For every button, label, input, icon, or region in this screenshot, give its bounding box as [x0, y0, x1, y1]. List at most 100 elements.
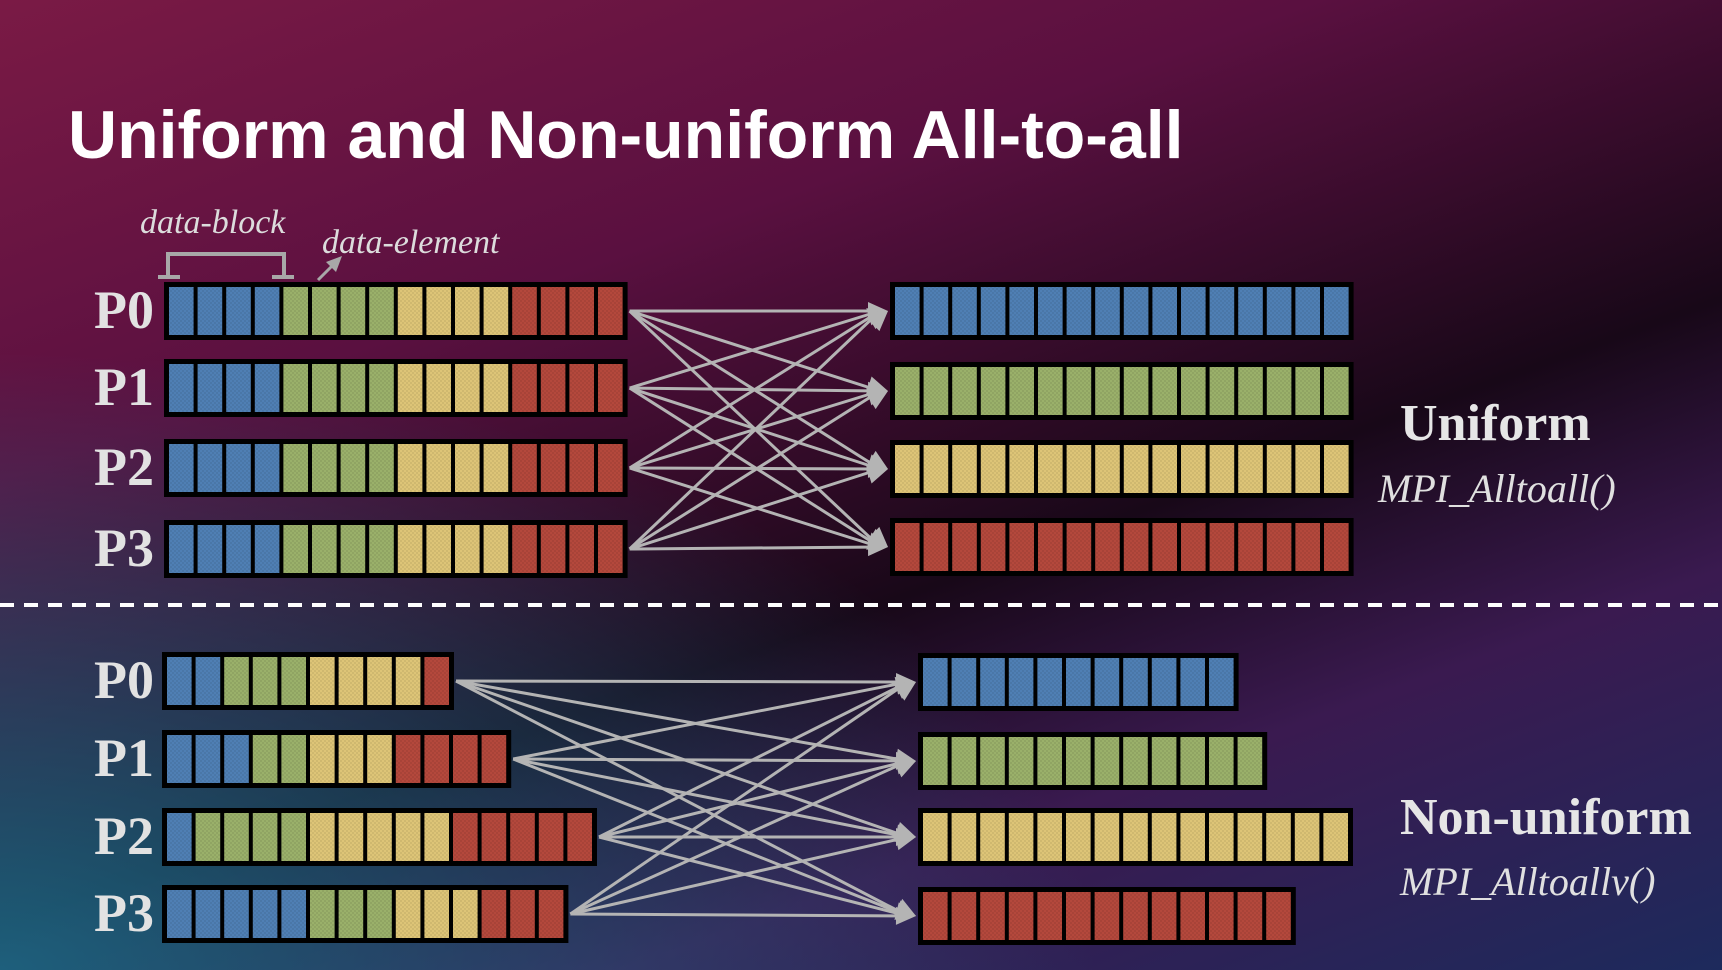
transfer-arrow — [570, 835, 909, 916]
data-element-texture — [367, 735, 392, 783]
data-element-texture — [252, 735, 278, 783]
data-block-bracket — [166, 252, 286, 277]
data-element-texture — [424, 813, 449, 861]
data-element-texture — [367, 890, 392, 938]
data-element-texture — [226, 364, 251, 412]
data-element-texture — [1324, 523, 1349, 571]
recv-buffer-p0 — [918, 653, 1239, 711]
data-element-texture — [1009, 523, 1034, 571]
data-element-texture — [340, 525, 366, 573]
data-element-texture — [369, 364, 394, 412]
data-element-texture — [1238, 287, 1263, 335]
data-element-texture — [483, 364, 509, 412]
data-element-texture — [1152, 287, 1177, 335]
data-element-texture — [1038, 445, 1063, 493]
data-element-texture — [340, 364, 366, 412]
data-element-texture — [540, 444, 566, 492]
process-label-p1: P1 — [94, 357, 154, 417]
data-element-texture — [1009, 367, 1034, 415]
data-element-texture — [312, 287, 337, 335]
transfer-arrowhead — [894, 832, 916, 851]
process-label-p0: P0 — [94, 280, 154, 340]
data-element-texture — [952, 287, 977, 335]
data-element-texture — [1094, 892, 1120, 940]
uniform-heading: Uniform — [1400, 395, 1591, 452]
data-element-texture — [923, 367, 949, 415]
data-element-texture — [1237, 737, 1263, 785]
data-element-texture — [1094, 813, 1120, 861]
data-element-texture — [197, 364, 223, 412]
data-element-texture — [598, 287, 623, 335]
process-label-p2: P2 — [94, 806, 154, 866]
data-element-texture — [197, 287, 223, 335]
data-element-texture — [1038, 367, 1063, 415]
data-element-texture — [980, 287, 1006, 335]
data-element-texture — [338, 890, 364, 938]
data-element-texture — [512, 287, 537, 335]
process-label-p0: P0 — [94, 650, 154, 710]
data-element-texture — [1294, 813, 1320, 861]
data-element-texture — [923, 287, 949, 335]
data-element-texture — [1209, 658, 1234, 706]
data-element-texture — [510, 813, 535, 861]
data-element-texture — [312, 444, 337, 492]
recv-buffer-p1 — [918, 732, 1268, 790]
data-element-texture — [1008, 892, 1034, 940]
send-buffer-p0 — [164, 282, 628, 340]
data-element-texture — [281, 735, 306, 783]
data-element-texture — [310, 813, 335, 861]
transfer-arrow — [598, 680, 909, 839]
data-element-texture — [895, 523, 920, 571]
data-element-texture — [169, 444, 194, 492]
data-element-texture — [538, 890, 564, 938]
data-element-texture — [340, 287, 366, 335]
data-element-texture — [424, 735, 449, 783]
transfer-arrow — [512, 680, 909, 761]
data-element-texture — [340, 444, 366, 492]
data-element-texture — [951, 737, 977, 785]
transfer-arrow — [513, 757, 909, 763]
data-element-texture — [1238, 367, 1263, 415]
data-element-texture — [167, 735, 192, 783]
send-buffer-p3-frame — [162, 885, 569, 943]
transfer-arrows — [455, 672, 916, 925]
data-element-texture — [254, 364, 280, 412]
data-element-texture — [369, 444, 394, 492]
data-element-texture — [369, 287, 394, 335]
data-block-label: data-block — [140, 204, 286, 241]
data-element-texture — [483, 525, 509, 573]
data-element-texture — [455, 364, 480, 412]
data-element-texture — [397, 364, 423, 412]
data-element-texture — [226, 525, 251, 573]
data-element-texture — [1123, 445, 1149, 493]
data-element-texture — [252, 813, 278, 861]
data-element-texture — [310, 657, 335, 705]
data-element-texture — [1151, 737, 1177, 785]
data-element-texture — [1038, 287, 1063, 335]
transfer-arrow — [628, 309, 881, 470]
data-element-texture — [1180, 813, 1205, 861]
data-element-texture — [197, 525, 223, 573]
data-element-texture — [481, 890, 507, 938]
data-element-texture — [254, 525, 280, 573]
data-element-texture — [1066, 892, 1091, 940]
data-element-texture — [952, 523, 977, 571]
data-element-texture — [1151, 658, 1177, 706]
data-element-texture — [455, 525, 480, 573]
data-element-texture — [254, 287, 280, 335]
nonuniform-api-label: MPI_Alltoallv() — [1399, 859, 1655, 904]
transfer-arrowhead — [894, 760, 916, 778]
data-element-texture — [1123, 287, 1149, 335]
data-element-texture — [1123, 737, 1148, 785]
data-element-texture — [1324, 445, 1349, 493]
data-element-texture — [395, 657, 421, 705]
data-element-texture — [312, 525, 337, 573]
data-element-texture — [1180, 658, 1205, 706]
data-element-texture — [367, 813, 392, 861]
transfer-arrow — [628, 389, 881, 551]
data-element-texture — [310, 735, 335, 783]
data-element-texture — [338, 657, 364, 705]
data-element-texture — [367, 657, 392, 705]
data-element-texture — [1095, 367, 1120, 415]
data-element-texture — [895, 445, 920, 493]
